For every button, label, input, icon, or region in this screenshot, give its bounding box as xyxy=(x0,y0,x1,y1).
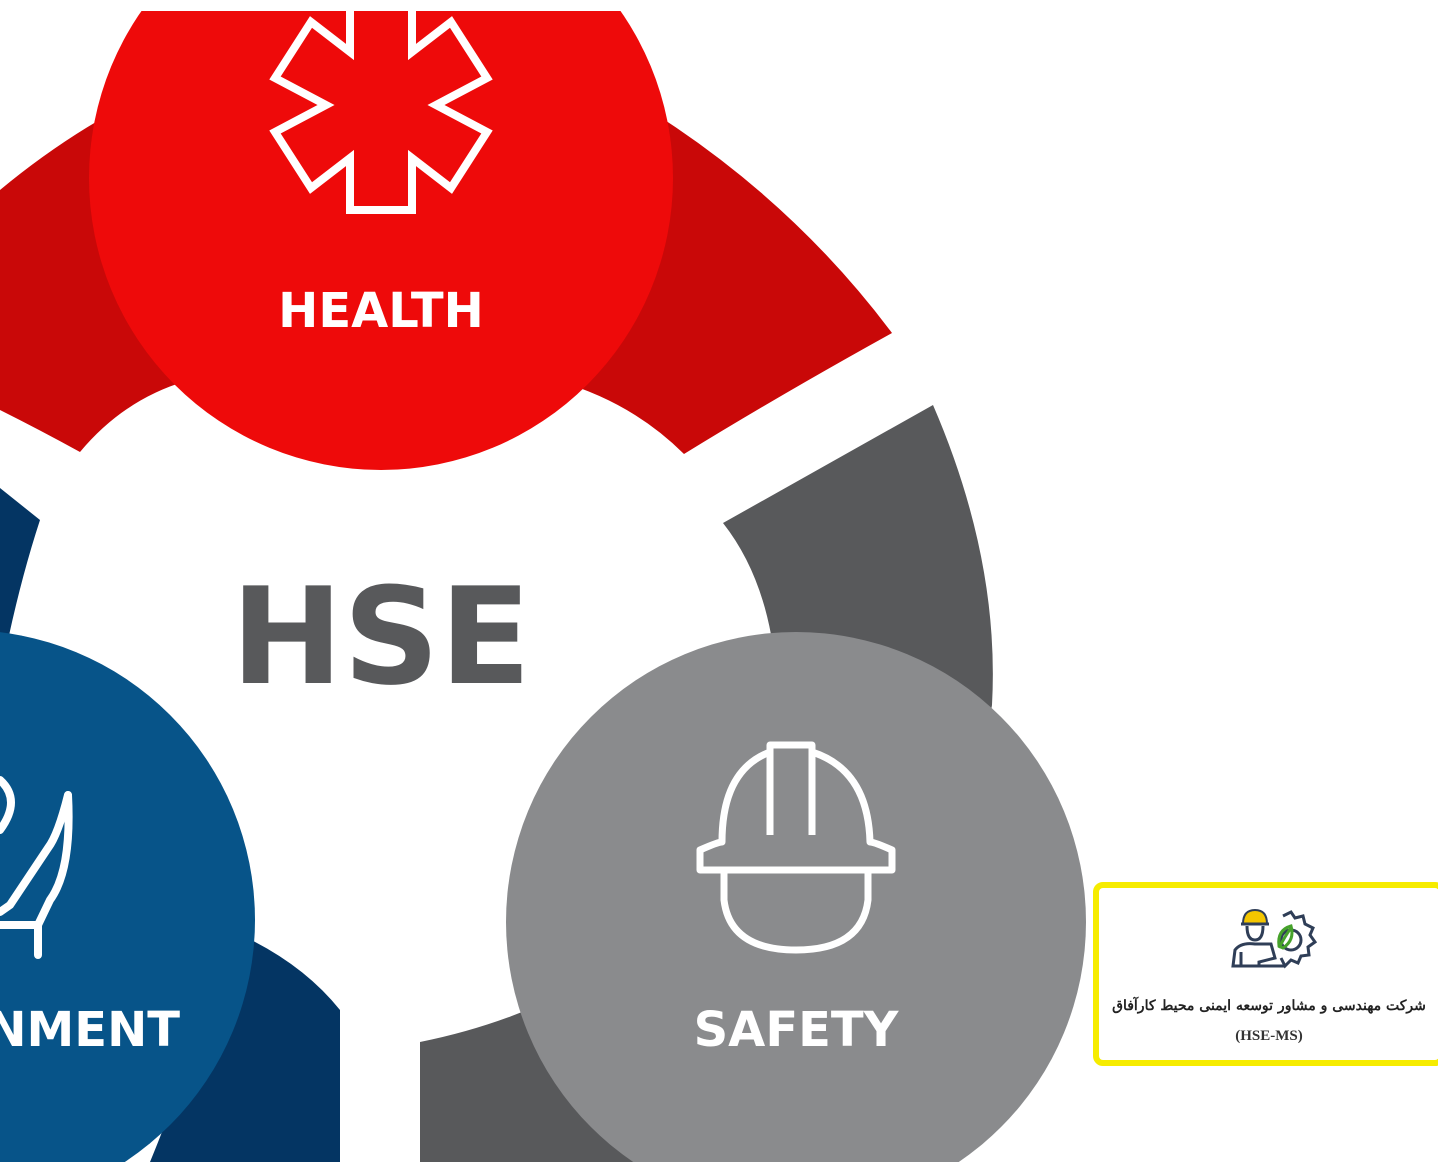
hard-hat-icon xyxy=(696,741,896,954)
safety-label: SAFETY xyxy=(694,1002,900,1058)
health-label: HEALTH xyxy=(278,283,484,339)
star-of-life-icon xyxy=(269,0,493,214)
health-circle xyxy=(89,0,673,470)
environment-label: NMENT xyxy=(0,1002,180,1058)
environment-outer-arc-lower xyxy=(150,930,340,1162)
caring-hand-icon xyxy=(0,776,73,959)
gear-icon xyxy=(1279,910,1318,969)
environment-outer-arc xyxy=(0,488,40,650)
company-name: شرکت مهندسی و مشاور توسعه ایمنی محیط کار… xyxy=(1112,998,1426,1014)
company-logo-mark xyxy=(1231,908,1318,969)
company-logo-card: شرکت مهندسی و مشاور توسعه ایمنی محیط کار… xyxy=(1093,882,1438,1066)
company-code: (HSE-MS) xyxy=(1235,1028,1303,1044)
worker-helmet-icon xyxy=(1231,908,1285,968)
environment-circle xyxy=(0,632,255,1162)
leaf-icon xyxy=(1277,924,1294,950)
hse-center-label: HSE xyxy=(231,559,531,715)
safety-circle xyxy=(506,632,1086,1162)
